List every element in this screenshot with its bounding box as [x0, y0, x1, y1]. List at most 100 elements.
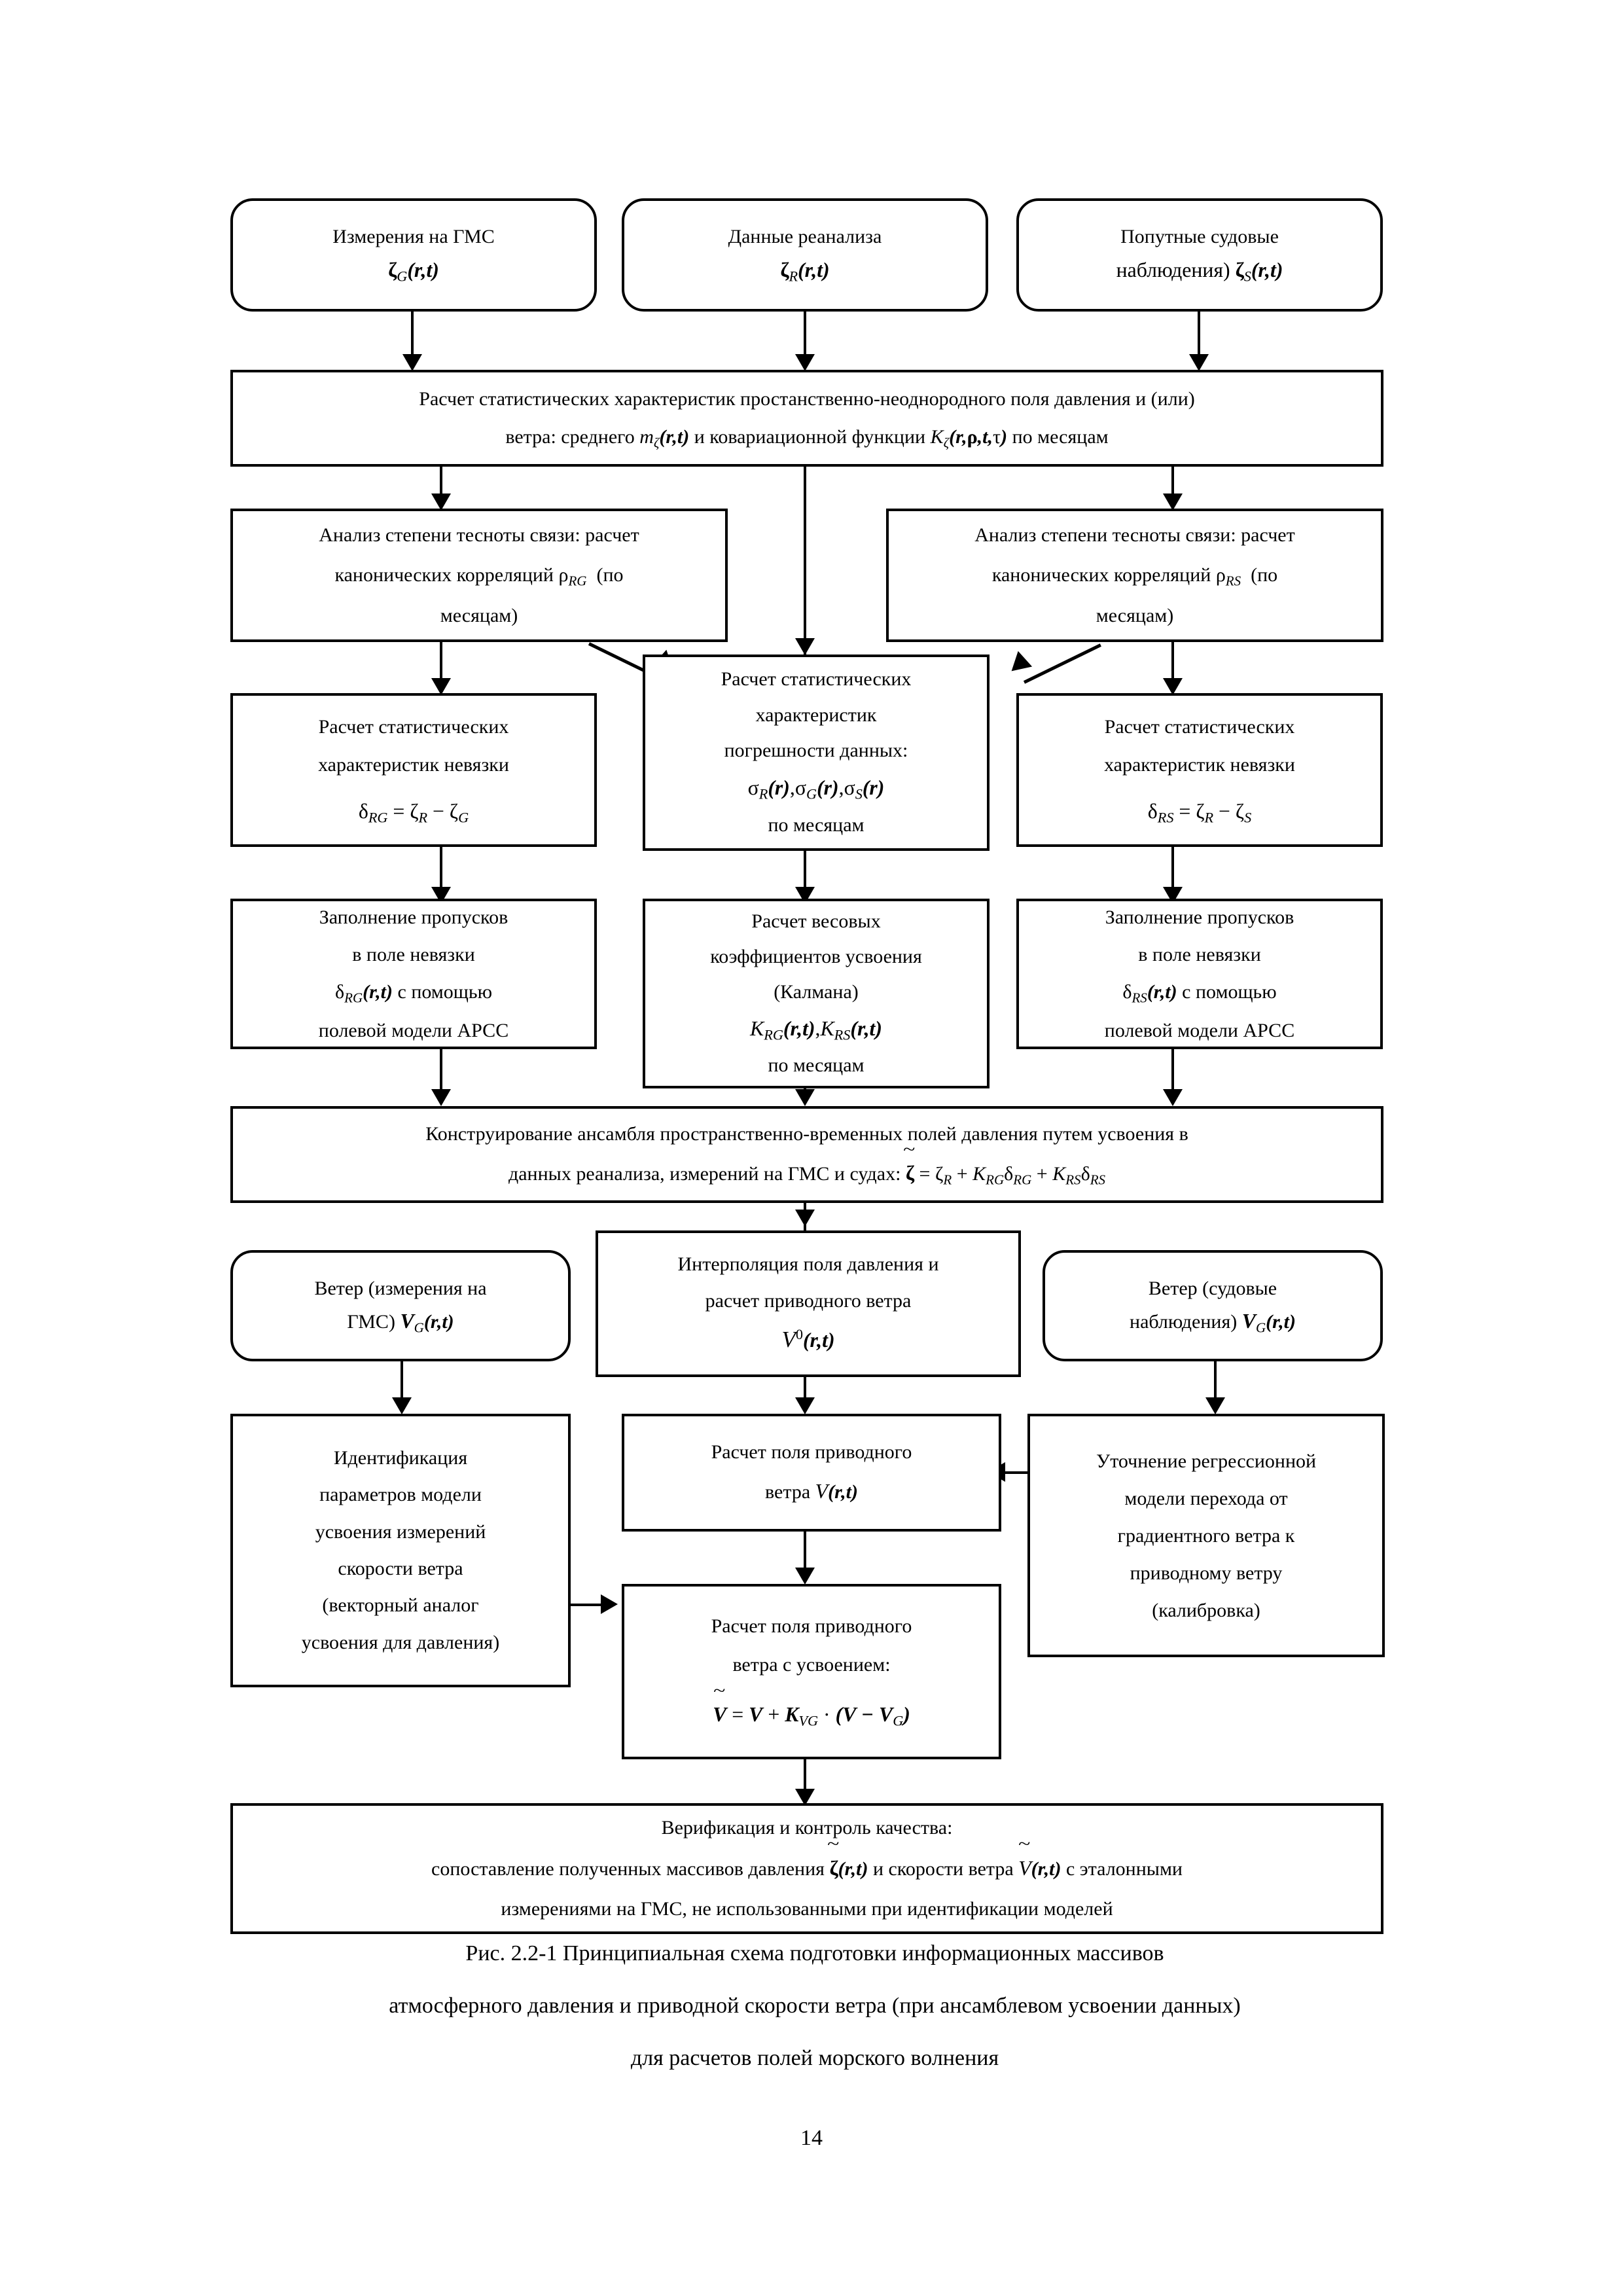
node-wind-ship: Ветер (судовые наблюдения) VG(r,t) — [1043, 1250, 1383, 1361]
arrowhead-ident-to-assim — [601, 1594, 618, 1614]
connector-calc-wind-to-assim — [804, 1532, 806, 1572]
node-fill-rs-line2: в поле невязки — [1138, 944, 1261, 966]
node-fill-rg-line4: полевой модели АРСС — [318, 1019, 509, 1041]
node-interp-formula: V0(r,t) — [781, 1325, 835, 1353]
connector-ship-to-stats — [1198, 312, 1200, 359]
connector-interp-to-calc-wind — [804, 1377, 806, 1403]
arrowhead-canon-rg-to-resid-rg — [431, 678, 451, 695]
node-residual-stats-rg: Расчет статистических характеристик невя… — [230, 693, 597, 847]
arrowhead-canon-rs-to-resid-rs — [1163, 678, 1183, 695]
connector-resid-rs-to-fill-rs — [1171, 847, 1174, 891]
connector-stats-to-err — [804, 467, 806, 656]
node-source-reanalysis: Данные реанализа ζR(r,t) — [622, 198, 988, 312]
arrowhead-canon-rs-to-err — [1004, 651, 1033, 679]
connector-wind-ship-to-regression — [1214, 1361, 1217, 1402]
arrowhead-assim-to-verification — [795, 1789, 815, 1806]
node-ensemble-line1: Конструирование ансамбля пространственно… — [425, 1122, 1188, 1145]
node-kalman-weights: Расчет весовых коэффициентов усвоения (К… — [643, 899, 990, 1088]
node-fill-rg-line2: в поле невязки — [352, 944, 475, 966]
node-resid-rg-line1: Расчет статистических — [318, 715, 509, 738]
node-source-reanalysis-formula: ζR(r,t) — [780, 258, 830, 285]
node-err-line3: погрешности данных: — [724, 740, 908, 762]
node-verification-line1: Верификация и контроль качества: — [661, 1817, 953, 1839]
node-err-formula: σR(r),σG(r),σS(r) — [747, 776, 885, 802]
connector-resid-rg-to-fill-rg — [440, 847, 442, 891]
node-regression-line1: Уточнение регрессионной — [1096, 1450, 1317, 1472]
node-ensemble-line2: данных реанализа, измерений на ГМС и суд… — [242, 1153, 1372, 1194]
node-fill-gaps-rg: Заполнение пропусков в поле невязки δRG(… — [230, 899, 597, 1049]
arrowhead-kalman-to-ensemble — [795, 1089, 815, 1106]
connector-gms-to-stats — [411, 312, 414, 359]
node-canonical-correlation-rs: Анализ степени тесноты связи: расчет кан… — [886, 509, 1383, 642]
node-assim-line2: ветра с усвоением: — [732, 1653, 891, 1676]
node-ensemble-construction: Конструирование ансамбля пространственно… — [230, 1106, 1383, 1203]
node-regression-line3: градиентного ветра к — [1117, 1524, 1295, 1547]
arrowhead-interp-to-calc-wind — [795, 1397, 815, 1414]
node-field-statistics: Расчет статистических характеристик прос… — [230, 370, 1383, 467]
arrowhead-fill-rs-to-ensemble — [1163, 1089, 1183, 1106]
node-wind-gms-line2: ГМС) VG(r,t) — [347, 1310, 454, 1336]
arrowhead-fill-rg-to-ensemble — [431, 1089, 451, 1106]
node-field-statistics-line2: ветра: среднего mζ(r,t) и ковариационной… — [505, 426, 1109, 451]
connector-canon-rg-to-resid-rg — [440, 642, 442, 683]
arrowhead-reanalysis-to-stats — [795, 354, 815, 371]
connector-regression-to-calc-wind — [1001, 1471, 1030, 1474]
arrowhead-ensemble-to-interp — [795, 1210, 815, 1227]
connector-assim-to-verification — [804, 1759, 806, 1795]
node-calc-wind-line1: Расчет поля приводного — [711, 1441, 912, 1463]
connector-ident-to-assim — [571, 1604, 605, 1606]
node-source-reanalysis-title: Данные реанализа — [728, 226, 882, 248]
connector-canon-rs-to-err — [1023, 643, 1101, 684]
arrowhead-wind-ship-to-regression — [1205, 1397, 1225, 1414]
node-kalman-formula: KRG(r,t),KRS(r,t) — [750, 1016, 882, 1043]
node-canon-rs-line1: Анализ степени тесноты связи: расчет — [974, 524, 1295, 546]
arrowhead-stats-to-err — [795, 638, 815, 655]
figure-caption: Рис. 2.2-1 Принципиальная схема подготов… — [216, 1928, 1414, 2085]
node-source-ship-title: Попутные судовые — [1120, 226, 1279, 248]
node-err-line1: Расчет статистических — [721, 668, 912, 691]
connector-wind-gms-to-ident — [401, 1361, 403, 1402]
node-ident-line1: Идентификация — [333, 1446, 468, 1469]
node-regression-line4: приводному ветру — [1130, 1562, 1283, 1584]
caption-line-1: Рис. 2.2-1 Принципиальная схема подготов… — [465, 1941, 1164, 1965]
connector-canon-rs-to-resid-rs — [1171, 642, 1174, 683]
node-regression-model: Уточнение регрессионной модели перехода … — [1027, 1414, 1385, 1657]
node-wind-gms: Ветер (измерения на ГМС) VG(r,t) — [230, 1250, 571, 1361]
node-ident-line2: параметров модели — [319, 1484, 482, 1506]
connector-fill-rg-to-ensemble — [440, 1049, 442, 1094]
node-wind-ship-line2: наблюдения) VG(r,t) — [1130, 1310, 1296, 1336]
node-ident-line3: усвоения измерений — [315, 1520, 486, 1543]
node-resid-rg-line2: характеристик невязки — [318, 754, 509, 776]
caption-line-2: атмосферного давления и приводной скорос… — [389, 1993, 1241, 2018]
node-resid-rg-formula: δRG = ζR − ζG — [358, 799, 469, 826]
node-fill-rs-line3: δRS(r,t) с помощью — [1122, 981, 1277, 1006]
caption-line-3: для расчетов полей морского волнения — [630, 2045, 999, 2070]
connector-fill-rs-to-ensemble — [1171, 1049, 1174, 1094]
node-fill-gaps-rs: Заполнение пропусков в поле невязки δRS(… — [1016, 899, 1383, 1049]
node-fill-rs-line4: полевой модели АРСС — [1104, 1019, 1295, 1041]
node-ident-line5: (векторный аналог — [322, 1594, 479, 1617]
arrowhead-stats-to-canon-rs — [1163, 493, 1183, 511]
node-fill-rg-line1: Заполнение пропусков — [319, 906, 508, 929]
node-canon-rs-line2: канонических корреляций ρRS (по — [991, 564, 1278, 589]
node-assim-formula: V = V + KVG · (V − VG) — [633, 1695, 990, 1735]
node-interp-line2: расчет приводного ветра — [705, 1289, 912, 1312]
node-canon-rg-line1: Анализ степени тесноты связи: расчет — [319, 524, 639, 546]
node-interp-line1: Интерполяция поля давления и — [677, 1253, 939, 1276]
page-number: 14 — [800, 2126, 823, 2150]
node-source-gms-formula: ζG(r,t) — [388, 258, 439, 285]
node-fill-rg-line3: δRG(r,t) с помощью — [335, 981, 492, 1006]
node-field-statistics-line1: Расчет статистических характеристик прос… — [419, 387, 1195, 410]
node-calc-wind-field: Расчет поля приводного ветра V(r,t) — [622, 1414, 1001, 1532]
node-resid-rs-formula: δRS = ζR − ζS — [1147, 799, 1252, 826]
node-source-gms-title: Измерения на ГМС — [332, 226, 495, 248]
node-kalman-line3: (Калмана) — [774, 980, 859, 1003]
node-source-ship: Попутные судовые наблюдения) ζS(r,t) — [1016, 198, 1383, 312]
node-kalman-line4: по месяцам — [768, 1054, 865, 1077]
connector-err-to-kalman — [804, 851, 806, 891]
node-residual-stats-rs: Расчет статистических характеристик невя… — [1016, 693, 1383, 847]
node-identify-params: Идентификация параметров модели усвоения… — [230, 1414, 571, 1687]
node-err-line2: характеристик — [755, 704, 877, 726]
arrowhead-stats-to-canon-rg — [431, 493, 451, 511]
